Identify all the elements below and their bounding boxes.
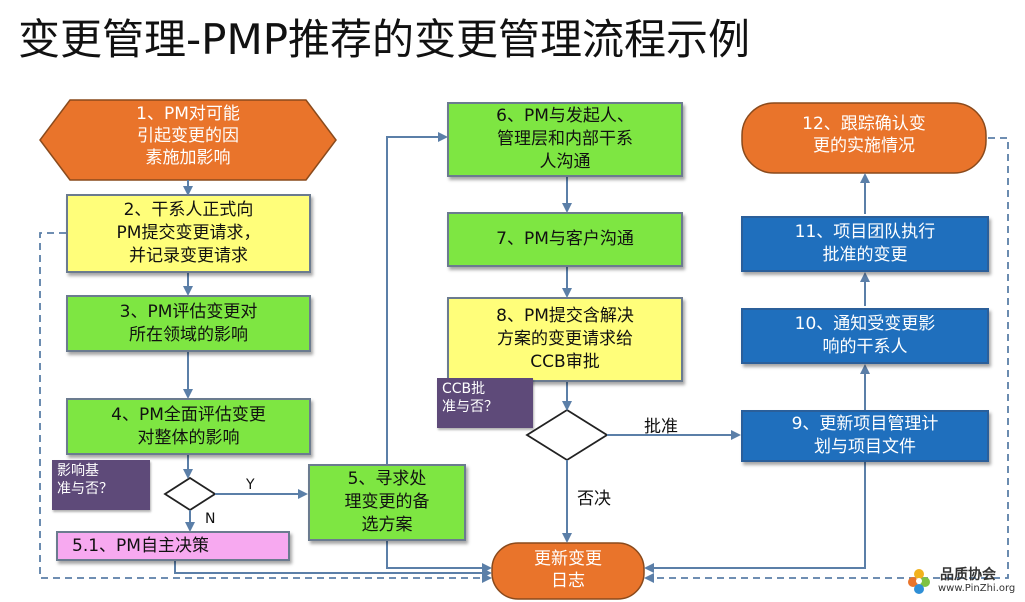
step5-1-box: 5.1、PM自主决策 <box>56 531 290 561</box>
step5-box: 5、寻求处 理变更的备 选方案 <box>308 464 466 541</box>
step8-box: 8、PM提交含解决 方案的变更请求给 CCB审批 <box>447 297 683 382</box>
step1-hexagon <box>39 99 337 181</box>
step6-box: 6、PM与发起人、 管理层和内部干系 人沟通 <box>447 102 683 177</box>
step10-box: 10、通知受变更影 响的干系人 <box>741 308 989 364</box>
step3-box: 3、PM评估变更对 所在领域的影响 <box>66 295 311 352</box>
approved-label: 批准 <box>644 417 678 437</box>
baseline-question-callout: 影响基 准与否？ <box>52 460 150 510</box>
step2-box: 2、干系人正式向 PM提交变更请求， 并记录变更请求 <box>66 194 311 273</box>
step4-box: 4、PM全面评估变更 对整体的影响 <box>66 398 311 455</box>
ccb-question-callout: CCB批 准与否？ <box>437 378 533 428</box>
step9-box: 9、更新项目管理计 划与项目文件 <box>741 410 989 462</box>
ccb-decision-diamond <box>525 408 609 462</box>
yes-label: Y <box>246 477 255 493</box>
step11-box: 11、项目团队执行 批准的变更 <box>741 216 989 272</box>
logo-url: www.PinZhi.org <box>938 583 1016 594</box>
rejected-label: 否决 <box>577 489 611 509</box>
baseline-decision-diamond <box>163 476 217 512</box>
step12-label: 12、跟踪确认变 更的实施情况 <box>802 114 926 157</box>
step1-label: 1、PM对可能 引起变更的因 素施加影响 <box>136 104 240 169</box>
no-label: N <box>205 511 216 527</box>
log-label: 更新变更 日志 <box>534 549 602 592</box>
step7-box: 7、PM与客户沟通 <box>447 212 683 267</box>
page-title: 变更管理-PMP推荐的变更管理流程示例 <box>18 15 751 64</box>
logo-name: 品质协会 <box>940 567 996 583</box>
flower-logo-icon <box>908 569 930 594</box>
